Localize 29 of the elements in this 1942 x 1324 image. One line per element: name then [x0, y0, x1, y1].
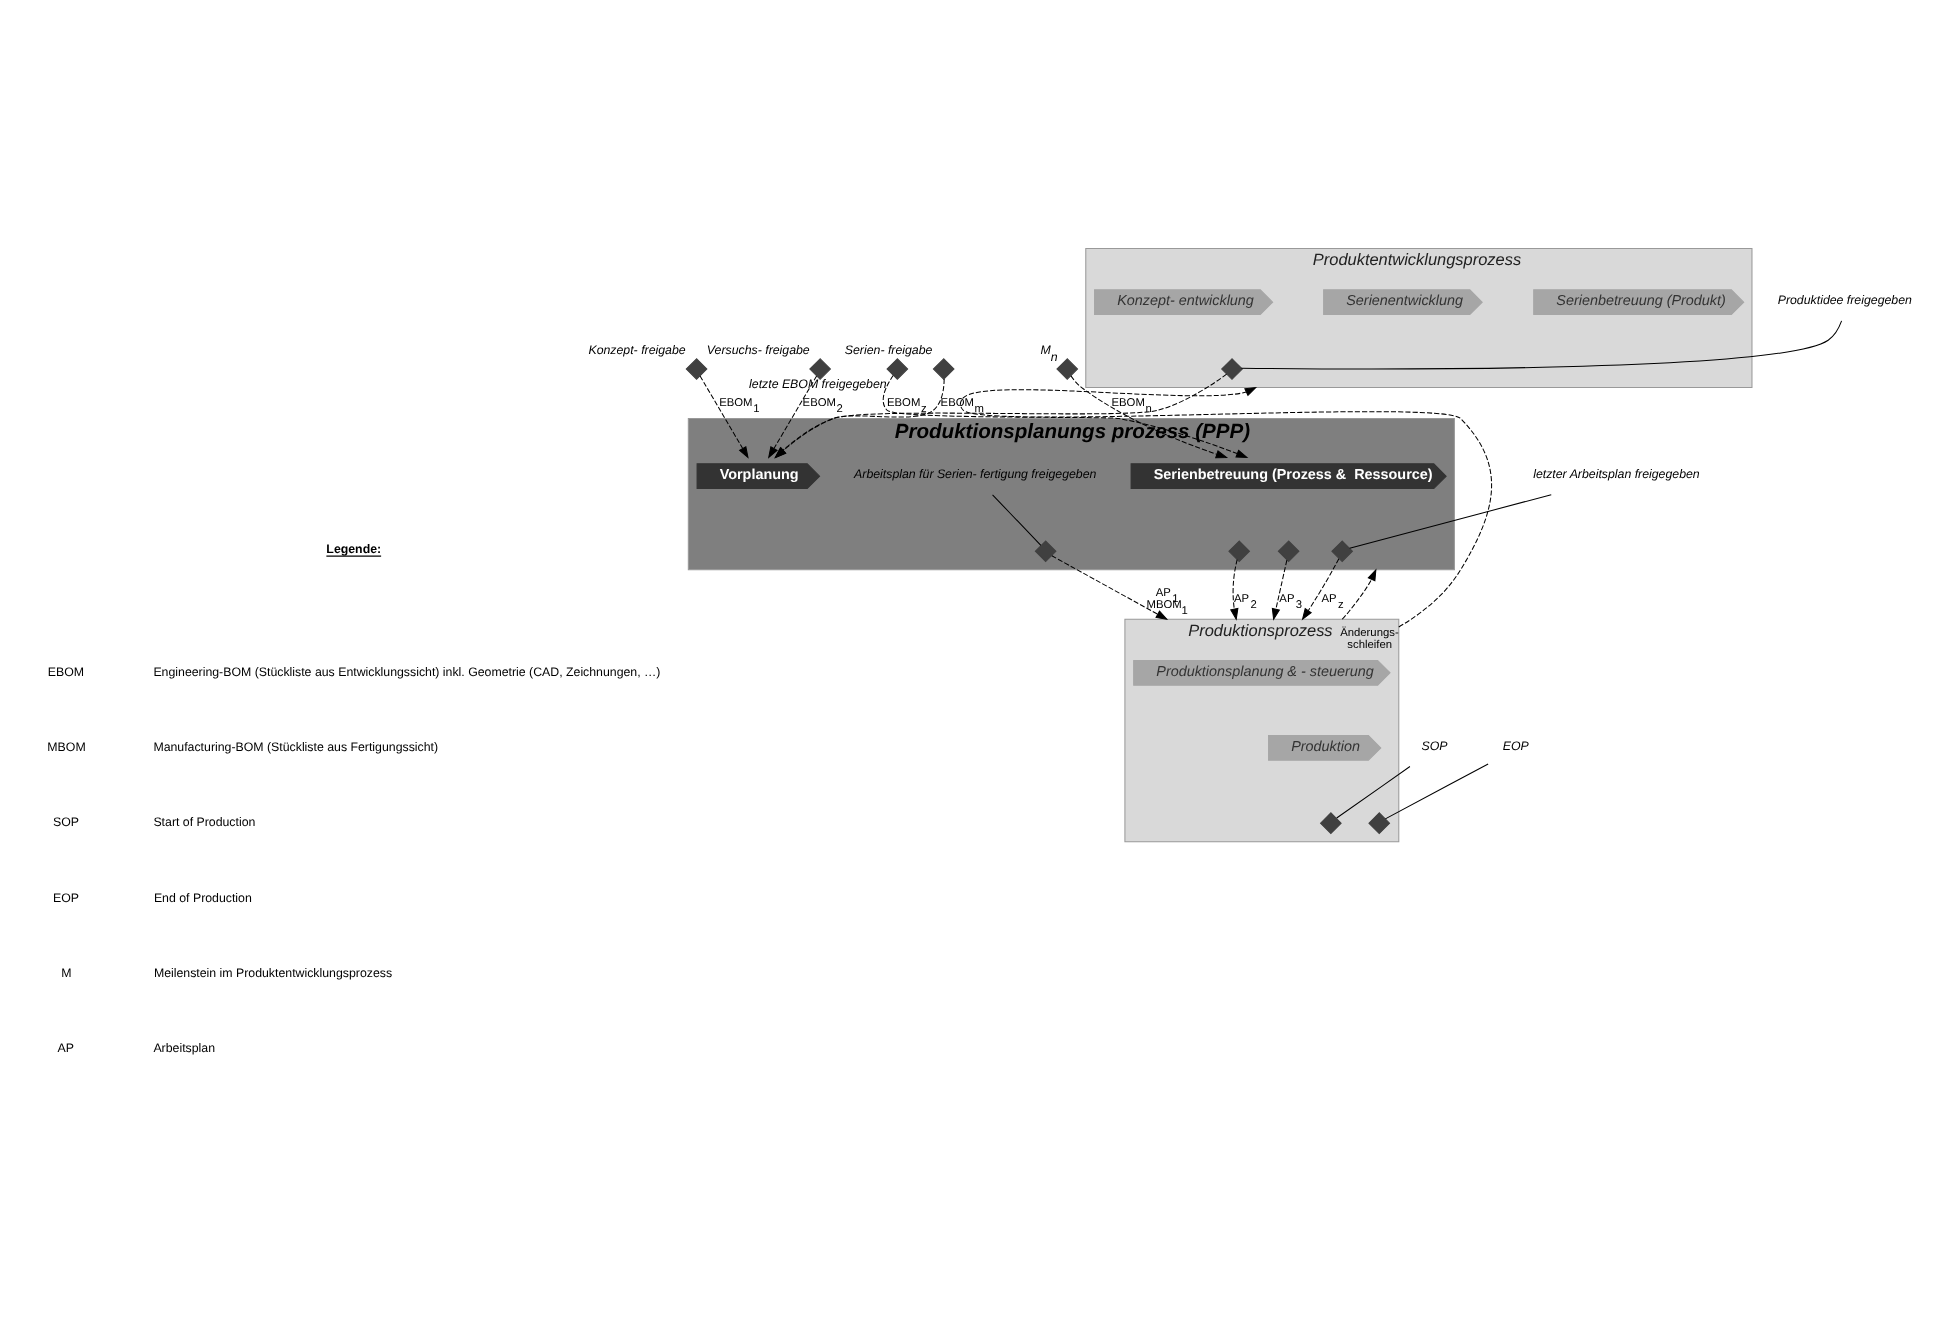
node-diamond [885, 358, 908, 381]
arrow [773, 373, 1227, 459]
node-diamond [1055, 358, 1078, 381]
arrow [698, 375, 748, 459]
node-diamond [1219, 358, 1242, 381]
arrow [881, 375, 1248, 459]
arrow [958, 386, 1491, 628]
node-diamond [1367, 812, 1390, 835]
arrow [1270, 559, 1287, 621]
arrow [766, 375, 817, 459]
node-diamond [931, 358, 954, 381]
arrow [773, 378, 944, 459]
connector [1335, 766, 1410, 819]
node-diamond [808, 358, 831, 381]
arrow [1069, 375, 1228, 459]
connector [1383, 763, 1488, 820]
connector [991, 494, 1041, 546]
node-diamond [1330, 540, 1353, 563]
node-diamond [1276, 540, 1299, 563]
node-diamond [1033, 540, 1056, 563]
arrow [1340, 568, 1376, 620]
node-diamond [684, 358, 707, 381]
node-diamond [1227, 540, 1250, 563]
node-diamond [1318, 812, 1341, 835]
connector [1348, 494, 1551, 549]
connector [1239, 320, 1842, 370]
arrow [1300, 558, 1339, 621]
arrow [1228, 559, 1238, 621]
arrow [1050, 555, 1168, 621]
